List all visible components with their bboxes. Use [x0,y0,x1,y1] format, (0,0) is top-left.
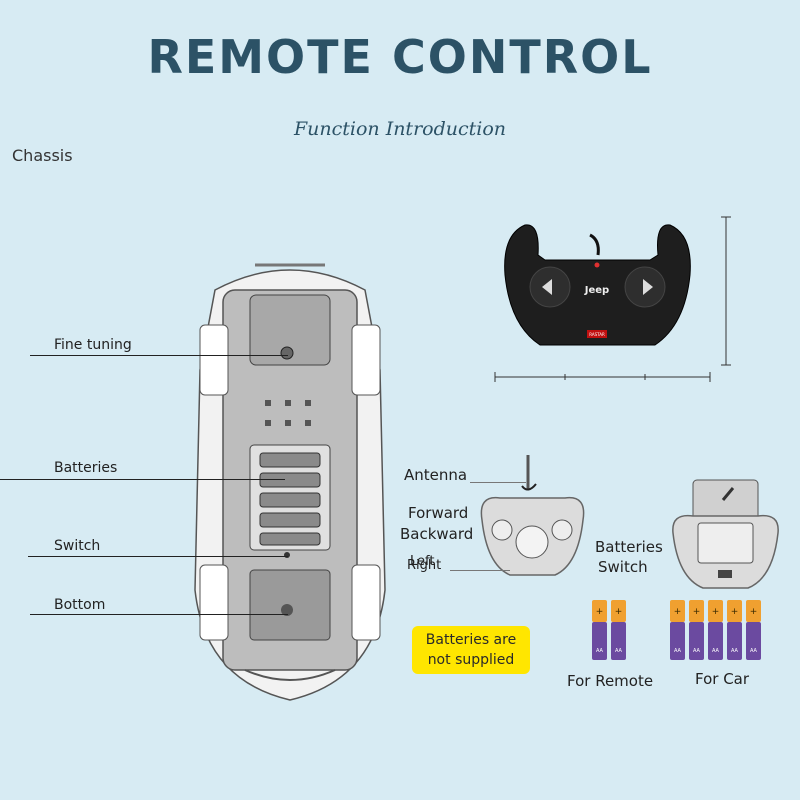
callout-leader [470,482,526,483]
battery-cell: + AA [689,600,704,660]
callout-fine-tuning: Fine tuning [54,337,132,353]
svg-text:AA: AA [674,648,682,654]
callout-leader [450,570,510,571]
page-title: REMOTE CONTROL [147,30,653,84]
batteries-notice: Batteries are not supplied [412,626,530,674]
svg-text:AA: AA [596,648,604,654]
battery-cell: + AA [746,600,761,660]
svg-text:+: + [693,607,701,617]
notice-line-2: not supplied [427,652,515,668]
callout-switch: Switch [54,538,101,554]
remote-front-diagram [480,455,585,576]
battery-cell: + AA [611,600,626,660]
svg-text:AA: AA [693,648,701,654]
remote-brand: RASTAR [589,332,605,337]
svg-text:+: + [750,607,758,617]
caption-for-remote: For Remote [567,672,654,690]
remote-back-diagram [672,479,779,589]
callout-bottom: Bottom [54,597,106,613]
chassis-label: Chassis [12,146,73,165]
callout-leader [30,614,288,615]
remote-control-photo: Jeep RASTAR [494,216,731,382]
car-chassis-illustration [194,263,386,701]
page-subtitle: Function Introduction [293,118,507,140]
svg-text:AA: AA [615,648,623,654]
car-batteries-icon: + AA + AA + AA + AA + AA [670,600,761,660]
remote-batteries-icon: + AA + AA [592,600,626,660]
caption-for-car: For Car [695,670,750,688]
svg-text:AA: AA [750,648,758,654]
callout-leader [30,355,288,356]
svg-text:AA: AA [731,648,739,654]
remote-logo: Jeep [584,285,609,296]
label-left: Left [410,554,435,569]
label-backward: Backward [400,525,474,543]
label-forward: Forward [408,504,469,522]
label-antenna: Antenna [404,466,468,484]
battery-cell: + AA [708,600,723,660]
battery-cell: + AA [727,600,742,660]
label-right: Right [407,558,442,573]
svg-text:+: + [712,607,720,617]
callout-batteries: Batteries [54,460,118,476]
callout-leader [0,479,285,480]
notice-line-1: Batteries are [425,632,517,648]
callout-leader [28,556,288,557]
label-switch: Switch [598,558,648,576]
svg-text:+: + [674,607,682,617]
svg-text:+: + [596,607,604,617]
svg-text:+: + [615,607,623,617]
battery-cell: + AA [592,600,607,660]
label-batteries: Batteries [595,538,663,556]
battery-cell: + AA [670,600,685,660]
svg-text:+: + [731,607,739,617]
svg-text:AA: AA [712,648,720,654]
